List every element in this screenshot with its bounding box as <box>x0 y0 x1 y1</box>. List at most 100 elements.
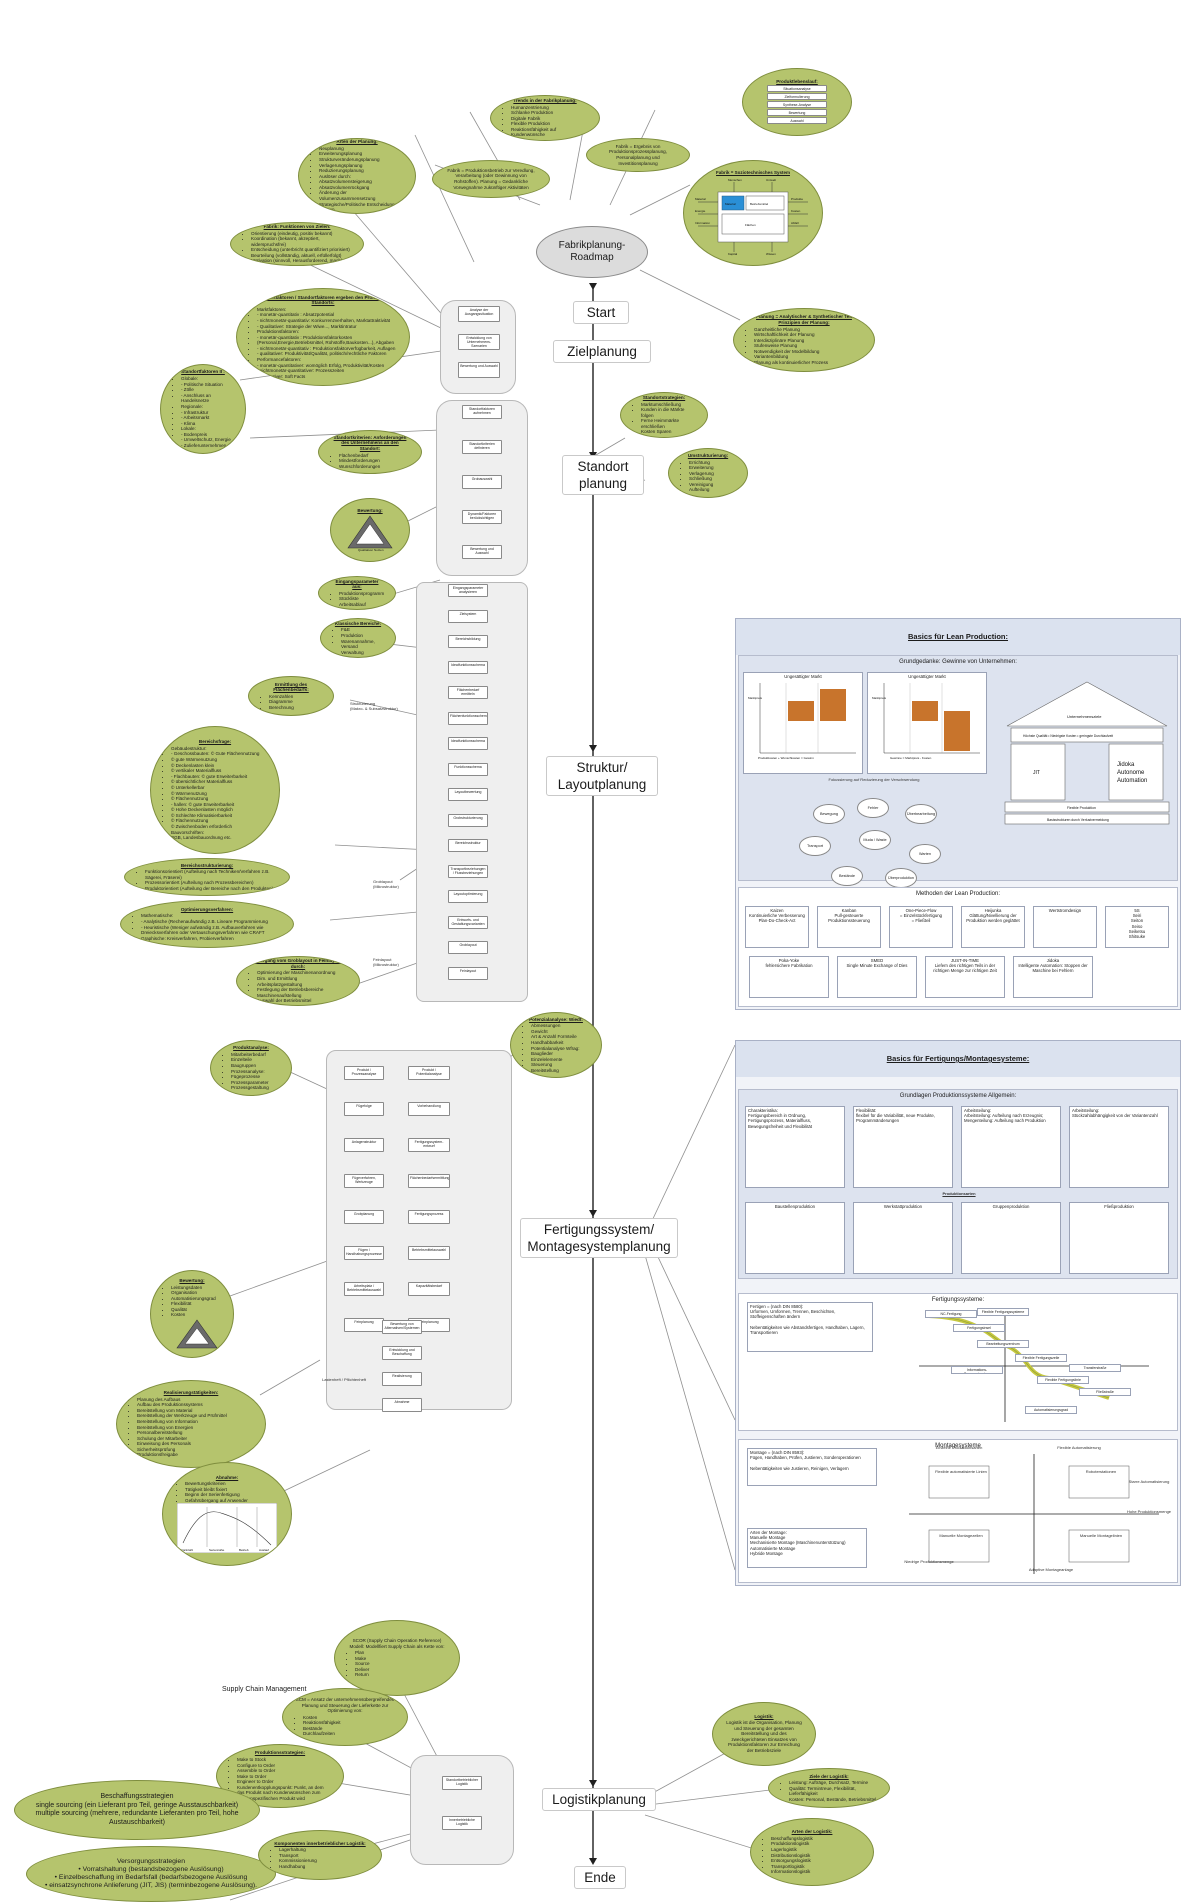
bubble-trends-list: HumanzentrierungSchlanke ProduktionDigit… <box>503 105 587 139</box>
struktur-step: Idealfunktionsschema <box>448 660 488 674</box>
bubble-standortkriterien: Standortkriterien: Anforderungen des Unt… <box>318 430 422 474</box>
list-item: Absatzvolumensteigerung <box>319 179 403 185</box>
fs-label-5: Abfall <box>791 221 799 225</box>
bubble-trends: Trends in der Fabrikplanung: Humanzentri… <box>490 95 600 141</box>
list-item: Gefahrübergang auf Anwender <box>185 1498 277 1504</box>
struktur-step: Flächenfunktionsschema <box>448 711 488 725</box>
bubble-bereichsstrukturierung: Bereichsstrukturierung: Funktionsorienti… <box>124 858 290 896</box>
fert-left-step: Produkt / Prozessanalyse <box>344 1066 384 1080</box>
list-item: Stückliste <box>339 596 383 602</box>
bewertung-tri-label: Qualitativer Nutzen <box>358 548 384 552</box>
bubble-realisierung-title: Realisierungstätigkeiten: <box>163 1389 219 1395</box>
list-item: Beschaffungslogistik <box>771 1836 861 1842</box>
process-column-logistik <box>410 1755 514 1865</box>
bubble-uebergang-list: Optimierung der MaschinenanordnungDim. u… <box>249 970 347 1004</box>
bubble-potenzial-title: Potenzialanalyse: Wiedt: <box>529 1016 583 1022</box>
bubble-komponenten-title: Komponenten innerbetrieblicher Logistik: <box>274 1840 366 1846</box>
list-item: Configure to Order <box>237 1763 331 1769</box>
lean-left-caption: Produktkosten + Wunschkosten = Gewinn <box>758 756 814 760</box>
bubble-arten-title: Arten der Planung: <box>336 139 378 145</box>
list-item: F&E <box>341 627 383 633</box>
list-item: Schulung der Mitarbeiter <box>137 1436 253 1442</box>
lean-house: Unternehmensziele Höchste Qualität • Nie… <box>1004 681 1170 825</box>
muda-cloud: Bewegung <box>813 804 845 824</box>
lean-methods-section: Methoden der Lean Production: Kaizen Kon… <box>738 887 1178 1007</box>
bubble-eingangsparameter: Eingangsparameter aus: Produktionsprogra… <box>318 576 396 610</box>
bubble-umstrukturierung-title: Umstrukturierung: <box>687 452 729 458</box>
lean-methods-title: Methoden der Lean Production: <box>915 891 1001 897</box>
fert-system-label: Flexible Fertigungslinie <box>1037 1376 1089 1384</box>
list-item: Transport <box>279 1853 369 1859</box>
list-item: Festlegung der Betriebsbereiche <box>257 987 347 993</box>
bubble-flaechen-title: Ermittlung des Flächenbedarfs: <box>273 681 309 693</box>
list-item: - nichtmonetär-quantitativer: Prozesszei… <box>257 368 397 374</box>
list-item: Baugruppen <box>231 1063 279 1069</box>
list-item: Gewicht <box>531 1029 589 1035</box>
list-item: Prozessorientiert (Aufteilung nach Proze… <box>145 880 277 886</box>
bubble-abnahme: Abnahme: BewertungskriterienTätigkeit bl… <box>162 1462 292 1566</box>
list-item: Aufbau des Produktionssystems <box>137 1402 253 1408</box>
bubble-komponenten-list: LagerhaltungTransportKommissionierungHan… <box>271 1847 369 1869</box>
list-item: Gebäudestruktur: <box>171 746 267 752</box>
list-item: Erweiterungsplanung <box>319 151 403 157</box>
list-item: Bewertungskriterien <box>185 1481 277 1487</box>
lean-house-right-1: Autonome <box>1117 770 1145 776</box>
bubble-bereiche-title: Klassische Bereiche: <box>334 620 382 626</box>
fert-left-step: Grobplanung <box>344 1210 384 1224</box>
text-supply-chain-management: Supply Chain Management <box>222 1686 307 1693</box>
lean-house-right-2: Automation <box>1117 778 1147 784</box>
list-item: Reduzierungsplanung <box>319 168 403 174</box>
bubble-fabrik-definition-text: Fabrik = Produktionsbetrieb zur Veredlun… <box>447 167 535 190</box>
list-item: © Unterkellerbar <box>171 785 267 791</box>
phase-fertigungsplanung: Fertigungssystem/ Montagesystemplanung <box>520 1218 678 1258</box>
list-item: Schließung <box>689 476 735 482</box>
list-item: Errichtung <box>689 460 735 466</box>
list-item: Kunden in die Märkte folgen <box>641 407 695 418</box>
list-item: Einzelteile <box>231 1057 279 1063</box>
list-item: Leistungsdaten <box>171 1285 221 1291</box>
fert-prodart-box: Gruppenproduktion <box>961 1202 1061 1274</box>
bubble-eingang-list: ProduktionsprogrammStücklisteArbeitsabla… <box>331 591 384 608</box>
fert-bottom-step: Entwicklung und Beschaffung <box>382 1346 422 1360</box>
ziel-step: Entwicklung von Unternehmens-Szenarien <box>458 334 500 350</box>
bubble-realisierung-list: Planung des AufbausAufbau des Produktion… <box>129 1397 253 1459</box>
list-item: - hallen: © gute Erweiterbarkeit <box>171 802 267 808</box>
list-item: Kosten <box>171 1312 221 1318</box>
bubble-uebergang: Übergang vom Groblayout in Feinlayout du… <box>236 956 360 1006</box>
list-item: Mindestforderungen <box>339 458 409 464</box>
list-item: Interdisziplinäre Planung <box>754 338 862 344</box>
fs-label-8: Menschen <box>728 178 742 182</box>
list-item: Bauglieder <box>531 1051 589 1057</box>
fert-right-step: Flächenbedarfsermittlung <box>408 1174 450 1188</box>
list-item: © übersichtlicher Materialfluss <box>171 779 267 785</box>
list-item: © Schlechte Klimatisierbarkeit <box>171 813 267 819</box>
list-item: Sicherheitsprüfung <box>137 1447 253 1453</box>
fs-label-1: Energie <box>695 209 706 213</box>
lean-method-box: Kaizen Kontinuierliche Verbesserung Plan… <box>745 906 809 948</box>
list-item: Prozessanalyse: <box>231 1069 279 1075</box>
list-item: Bereitstellung der Werkzeuge und Prüfmit… <box>137 1413 253 1419</box>
fert-bottom-step: Bewertung von Alternativen/Systemen <box>382 1320 422 1334</box>
lean-gewinn-section: Grundgedanke: Gewinne von Unternehmen: U… <box>738 655 1178 888</box>
lean-method-box: Wertstromdesign <box>1033 906 1097 948</box>
bubble-standortfaktoren-ii-title: Standortfaktoren II : <box>181 369 225 375</box>
list-item: Abmessungen <box>531 1023 589 1029</box>
list-item: Organisation <box>171 1290 221 1296</box>
fert-montage-diagram <box>909 1454 1159 1574</box>
bubble-standortfaktoren-ii: Standortfaktoren II : Globale:- Politisc… <box>160 364 246 454</box>
bubble-optimierung-list: Mathematische:- Analytische (Rechenaufwä… <box>133 913 281 941</box>
bubble-produktanalyse-title: Produktanalyse: <box>233 1045 269 1051</box>
bubble-bewertung2-title: Bewertung: <box>179 1277 205 1283</box>
list-item: © gute Wärmenutzung <box>171 757 267 763</box>
lean-method-box: JUST-IN-TIME Liefern des richtigen Teils… <box>925 956 1005 998</box>
list-item: - Umweltschutz, Energie <box>181 437 233 443</box>
list-item: Verwaltung <box>341 650 383 656</box>
bubble-beschaffung-text: Beschaffungsstrategien single sourcing (… <box>35 1793 239 1826</box>
bubble-fabrik-ergebnis: Fabrik = Ergebnis von Produktionsprozess… <box>586 138 690 172</box>
bubble-arten-der-planung: Arten der Planung: NeuplanungErweiterung… <box>298 138 416 214</box>
list-item: Reaktionsfähigkeit <box>303 1720 395 1726</box>
bubble-funktionen-title: Fabrik: Funktionen von Zielen: <box>263 223 331 229</box>
bubble-optimierungsverfahren: Optimierungsverfahren: Mathematische:- A… <box>120 900 294 948</box>
list-item: Warenannahme, Versand <box>341 639 383 650</box>
bubble-scor-list: PlanMakeSourceDeliverReturn <box>347 1650 447 1678</box>
